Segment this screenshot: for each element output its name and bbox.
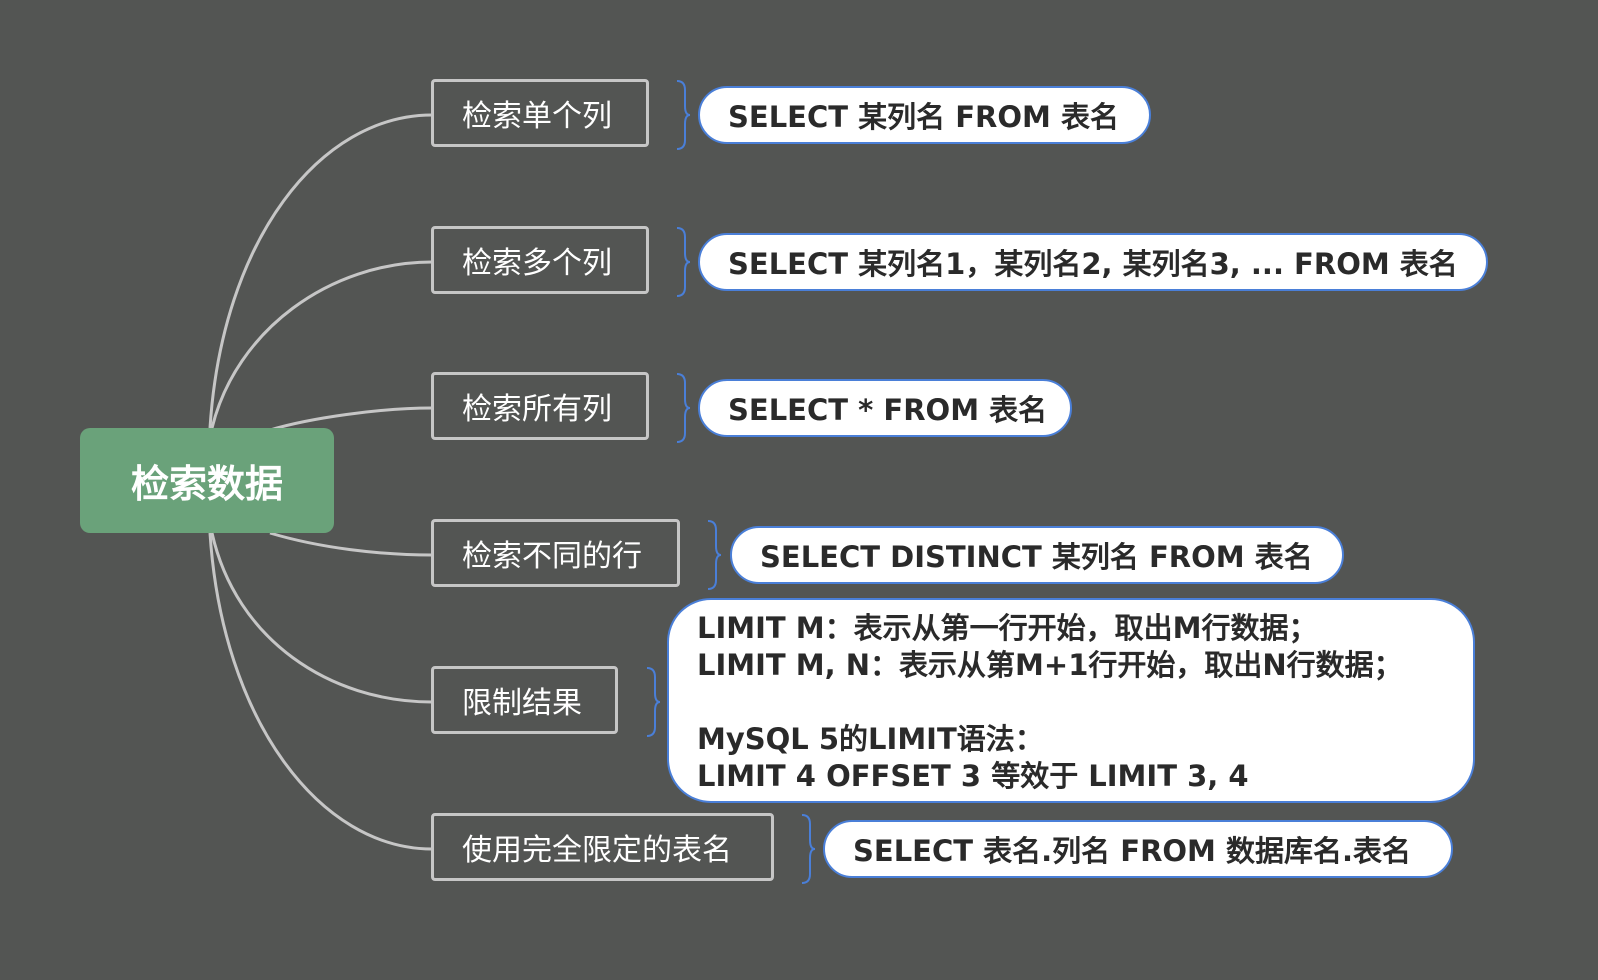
connector-branch-4 <box>210 532 433 704</box>
brace-1 <box>676 227 691 297</box>
detail-select-all-columns[interactable]: SELECT * FROM 表名 <box>698 379 1072 437</box>
connector-branch-3 <box>269 531 433 557</box>
branch-select-all-columns[interactable]: 检索所有列 <box>431 372 649 440</box>
brace-0 <box>676 80 691 150</box>
branch-label: 限制结果 <box>462 686 582 721</box>
branch-fully-qualified-table-names[interactable]: 使用完全限定的表名 <box>431 813 774 881</box>
branch-label: 检索不同的行 <box>462 539 642 574</box>
branch-select-distinct-rows[interactable]: 检索不同的行 <box>431 519 680 587</box>
detail-text-line: LIMIT M, N：表示从第M+1行开始，取出N行数据； <box>697 648 1403 682</box>
connector-branch-0 <box>208 113 433 429</box>
brace-2 <box>676 373 691 443</box>
connector-branch-5 <box>208 532 433 851</box>
branch-label: 检索多个列 <box>462 246 612 281</box>
branch-limit-results[interactable]: 限制结果 <box>431 666 618 734</box>
detail-text: SELECT * FROM 表名 <box>728 393 1048 427</box>
connector-branch-2 <box>269 406 433 432</box>
branch-label: 检索所有列 <box>462 392 612 427</box>
root-topic-label: 检索数据 <box>130 462 283 506</box>
detail-text: SELECT 某列名 FROM 表名 <box>728 100 1119 134</box>
detail-text-line: LIMIT 4 OFFSET 3 等效于 LIMIT 3, 4 <box>697 759 1249 793</box>
detail-text: SELECT 某列名1，某列名2, 某列名3, ... FROM 表名 <box>728 247 1458 281</box>
brace-3 <box>707 520 722 590</box>
detail-text-line: LIMIT M：表示从第一行开始，取出M行数据； <box>697 611 1318 645</box>
detail-text-line: MySQL 5的LIMIT语法： <box>697 722 1044 756</box>
detail-text: SELECT DISTINCT 某列名 FROM 表名 <box>760 540 1313 574</box>
detail-limit-results[interactable]: LIMIT M：表示从第一行开始，取出M行数据； LIMIT M, N：表示从第… <box>667 598 1475 803</box>
branch-label: 使用完全限定的表名 <box>462 833 732 868</box>
branch-label: 检索单个列 <box>462 99 612 134</box>
detail-fully-qualified-table-names[interactable]: SELECT 表名.列名 FROM 数据库名.表名 <box>823 820 1453 878</box>
detail-select-multiple-columns[interactable]: SELECT 某列名1，某列名2, 某列名3, ... FROM 表名 <box>698 233 1488 291</box>
branch-select-single-column[interactable]: 检索单个列 <box>431 79 649 147</box>
connector-branch-1 <box>210 260 433 429</box>
detail-select-distinct-rows[interactable]: SELECT DISTINCT 某列名 FROM 表名 <box>730 526 1344 584</box>
brace-4 <box>646 667 661 737</box>
branch-select-multiple-columns[interactable]: 检索多个列 <box>431 226 649 294</box>
detail-text: SELECT 表名.列名 FROM 数据库名.表名 <box>853 834 1412 868</box>
detail-text-line <box>697 684 1473 721</box>
detail-select-single-column[interactable]: SELECT 某列名 FROM 表名 <box>698 86 1151 144</box>
brace-5 <box>801 814 816 884</box>
root-topic[interactable]: 检索数据 <box>80 428 334 533</box>
